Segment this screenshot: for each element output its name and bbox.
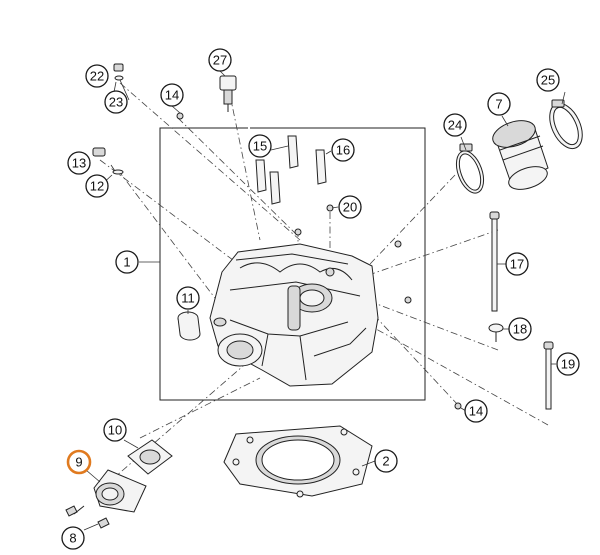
callout-19: 19 bbox=[556, 352, 580, 376]
callout-23: 23 bbox=[104, 90, 128, 114]
callout-12: 12 bbox=[85, 174, 109, 198]
part-10-intake-gasket bbox=[127, 439, 173, 475]
callout-7: 7 bbox=[487, 92, 511, 116]
callout-1: 1 bbox=[115, 250, 139, 274]
part-14-screw-bottom bbox=[454, 402, 462, 410]
callout-11: 11 bbox=[176, 286, 200, 310]
leader-lines bbox=[83, 70, 566, 531]
part-7-intake-rubber bbox=[492, 120, 549, 190]
callout-20: 20 bbox=[338, 195, 362, 219]
assembly-frame bbox=[139, 127, 426, 401]
callout-16: 16 bbox=[331, 138, 355, 162]
callout-22: 22 bbox=[85, 64, 109, 88]
callout-2-label: 2 bbox=[382, 454, 389, 469]
part-25-clamp bbox=[549, 99, 583, 150]
part-27-sensor bbox=[219, 75, 237, 112]
part-9-intake-flange bbox=[93, 469, 147, 513]
part-18-washer bbox=[488, 323, 504, 342]
callout-8: 8 bbox=[61, 526, 85, 550]
callout-14-bottom: 14 bbox=[464, 399, 488, 423]
callout-16-label: 16 bbox=[336, 143, 350, 158]
callout-1-label: 1 bbox=[123, 255, 130, 270]
part-11-sleeve bbox=[177, 311, 227, 341]
callout-19-label: 19 bbox=[561, 357, 575, 372]
part-1-cylinder-head bbox=[209, 228, 412, 387]
callout-15-label: 15 bbox=[253, 139, 267, 154]
part-2-head-gasket bbox=[223, 425, 373, 498]
callout-13: 13 bbox=[67, 151, 91, 175]
callout-24: 24 bbox=[443, 113, 467, 137]
callout-9-label: 9 bbox=[75, 455, 82, 470]
callout-2: 2 bbox=[374, 449, 398, 473]
part-22-plug bbox=[113, 63, 124, 81]
callout-25: 25 bbox=[536, 68, 560, 92]
callout-23-label: 23 bbox=[109, 95, 123, 110]
callout-24-label: 24 bbox=[448, 118, 462, 133]
callout-11-label: 11 bbox=[181, 291, 195, 306]
callout-14-top-label: 14 bbox=[165, 88, 179, 103]
callout-7-label: 7 bbox=[495, 97, 502, 112]
callout-13-label: 13 bbox=[72, 156, 86, 171]
part-14-screw-top bbox=[176, 112, 184, 120]
callout-12-label: 12 bbox=[90, 179, 104, 194]
callout-27: 27 bbox=[208, 48, 232, 72]
callout-9: 9 bbox=[66, 449, 92, 475]
callout-14-bottom-label: 14 bbox=[469, 404, 483, 419]
callout-10: 10 bbox=[103, 418, 127, 442]
callout-18: 18 bbox=[508, 317, 532, 341]
part-15-valve-guides bbox=[255, 135, 327, 205]
part-13-plug bbox=[92, 147, 124, 175]
callout-18-label: 18 bbox=[513, 322, 527, 337]
part-19-bolt bbox=[543, 341, 554, 410]
callout-22-label: 22 bbox=[90, 69, 104, 84]
callout-20-label: 20 bbox=[343, 200, 357, 215]
callout-17: 17 bbox=[505, 252, 529, 276]
part-24-clamp bbox=[455, 143, 485, 194]
part-8-screws bbox=[65, 505, 110, 529]
callout-10-label: 10 bbox=[108, 423, 122, 438]
callout-25-label: 25 bbox=[541, 73, 555, 88]
callout-8-label: 8 bbox=[69, 531, 76, 546]
callout-14-top: 14 bbox=[160, 83, 184, 107]
callout-15: 15 bbox=[248, 134, 272, 158]
part-17-stud bbox=[489, 211, 500, 312]
callout-27-label: 27 bbox=[213, 53, 227, 68]
callout-17-label: 17 bbox=[510, 257, 524, 272]
